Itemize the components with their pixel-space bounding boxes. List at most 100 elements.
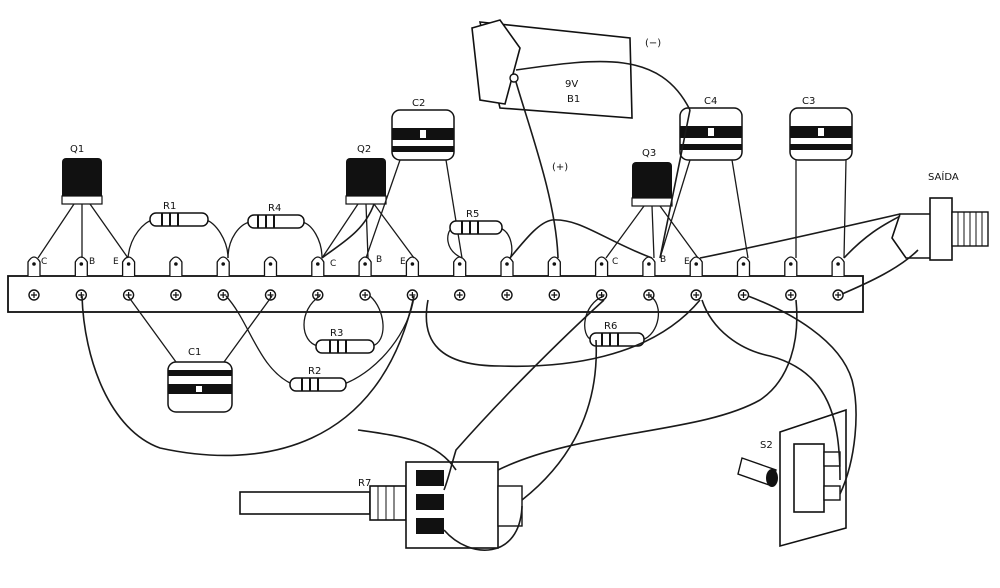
s2-label: S2 (760, 440, 773, 451)
saida-label: SAÍDA (928, 170, 959, 183)
r7-label: R7 (358, 478, 371, 489)
battery-voltage-label: 9V (565, 79, 578, 90)
solder-lug (121, 256, 136, 276)
solder-lug (736, 256, 751, 276)
solder-lug (263, 256, 278, 276)
lug-hole (268, 262, 273, 266)
lug-hole (552, 262, 557, 266)
lug-hole (32, 262, 36, 266)
potentiometer-r7: R7 (239, 461, 523, 549)
lug-hole (410, 262, 415, 266)
q2-label: Q2 (357, 144, 371, 155)
lug-hole (741, 262, 746, 266)
lug-hole (126, 262, 131, 266)
q2-pin-c: C (330, 259, 336, 269)
q2-pin-b: B (376, 255, 382, 265)
transistor-q2: Q2 (321, 144, 415, 259)
lug-hole (836, 262, 840, 266)
resistor-r5: R5 (447, 209, 513, 259)
transistor-q1: Q1 (37, 144, 129, 259)
c2-label: C2 (412, 98, 425, 109)
capacitor-c4: C4 (659, 96, 749, 259)
r2-label: R2 (308, 366, 321, 377)
solder-lug (169, 256, 183, 276)
q2-pin-e: E (400, 257, 406, 267)
screw-slot (172, 292, 179, 298)
capacitor-c3: C3 (789, 96, 853, 259)
resistor-r6: R6 (584, 295, 660, 347)
c1-label: C1 (188, 347, 201, 358)
lug-hole (79, 262, 84, 266)
resistor-r2: R2 (225, 295, 415, 392)
positive-label: (+) (552, 162, 568, 173)
solder-lug (453, 256, 467, 276)
screw-slot (835, 292, 842, 298)
screw-slot (504, 292, 510, 298)
screw-slot (693, 292, 700, 298)
solder-lug (642, 256, 656, 276)
capacitor-c2: C2 (365, 98, 463, 259)
solder-lug (784, 256, 798, 276)
solder-lug (216, 256, 230, 276)
r5-label: R5 (466, 209, 479, 220)
solder-lug (547, 256, 561, 276)
negative-label: (−) (645, 38, 661, 49)
screw-slot (551, 292, 558, 298)
r1-label: R1 (163, 201, 176, 212)
q3-pin-c: C (612, 257, 618, 267)
c4-label: C4 (704, 96, 717, 107)
screw-slot (31, 292, 37, 298)
switch-s2: S2 (737, 408, 847, 548)
q3-label: Q3 (642, 148, 656, 159)
screw-slot (456, 292, 463, 298)
screw-slot (409, 292, 416, 298)
lug-hole (316, 262, 320, 266)
lug-hole (599, 262, 604, 266)
solder-lug (689, 256, 703, 276)
solder-lug (405, 256, 420, 276)
lug-hole (505, 262, 509, 266)
screw-slot (740, 292, 747, 298)
pin-letters: C B E C B E C B E (41, 255, 690, 269)
terminal-screws (28, 289, 844, 301)
screw-slot (362, 292, 369, 298)
c3-label: C3 (802, 96, 815, 107)
q1-label: Q1 (70, 144, 84, 155)
solder-lug (831, 256, 845, 276)
battery-name-label: B1 (567, 94, 580, 105)
battery-b1: 9V B1 (471, 19, 633, 119)
lug-hole (694, 262, 698, 266)
lug-hole (174, 262, 178, 266)
wires (81, 60, 919, 551)
q1-pin-b: B (89, 257, 95, 267)
solder-lug (27, 256, 41, 276)
terminal-strip (7, 256, 864, 313)
solder-lugs (27, 256, 845, 276)
resistor-r4: R4 (227, 203, 323, 259)
solder-lug (594, 256, 609, 276)
q3-pin-b: B (660, 255, 666, 265)
r3-label: R3 (330, 328, 343, 339)
lug-hole (457, 262, 462, 266)
q3-pin-e: E (684, 257, 690, 267)
screw-slot (645, 292, 652, 298)
screw-slot (787, 292, 794, 298)
q1-pin-c: C (41, 257, 47, 267)
lug-hole (363, 262, 367, 266)
lug-hole (647, 262, 651, 266)
solder-lug (311, 256, 325, 276)
solder-lug (74, 256, 88, 276)
solder-lug (358, 256, 372, 276)
screw-slot (220, 292, 227, 298)
lug-hole (789, 262, 793, 266)
transistor-q3: Q3 (605, 148, 699, 259)
capacitor-c1: C1 (127, 295, 273, 413)
output-jack-saida: SAÍDA (891, 170, 989, 261)
lug-hole (221, 262, 225, 266)
resistor-r1: R1 (127, 201, 229, 259)
resistor-r3: R3 (303, 295, 384, 354)
r6-label: R6 (604, 321, 617, 332)
r4-label: R4 (268, 203, 281, 214)
solder-lug (500, 256, 514, 276)
